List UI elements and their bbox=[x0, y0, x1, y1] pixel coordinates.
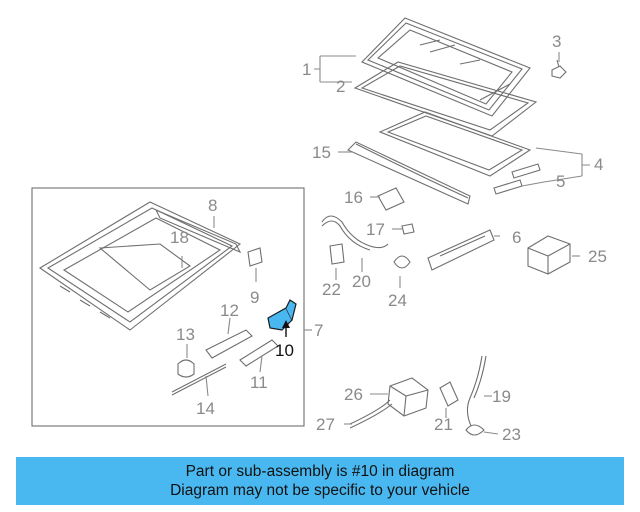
label-19: 19 bbox=[492, 387, 511, 406]
motor-part-13 bbox=[177, 359, 195, 378]
cable-part-27 bbox=[349, 399, 393, 429]
bracket-part-9 bbox=[247, 247, 263, 267]
highlighted-part-10 bbox=[267, 299, 297, 331]
label-11: 11 bbox=[250, 373, 268, 392]
label-9: 9 bbox=[250, 288, 259, 307]
banner-line-1: Part or sub-assembly is #10 in diagram bbox=[185, 463, 455, 480]
label-20: 20 bbox=[352, 272, 371, 291]
label-25: 25 bbox=[588, 247, 607, 266]
callout-labels: 1 2 3 4 5 6 7 8 9 10 11 12 13 14 15 16 1… bbox=[170, 32, 607, 444]
clip-part-22 bbox=[329, 243, 345, 265]
label-21: 21 bbox=[434, 415, 453, 434]
label-22: 22 bbox=[322, 280, 341, 299]
hose-part-19 bbox=[466, 355, 487, 429]
drain-hose-part-20 bbox=[321, 215, 389, 251]
leader-lines bbox=[181, 52, 590, 435]
clip-part-17 bbox=[401, 223, 415, 235]
frame-panel-part bbox=[378, 111, 532, 177]
label-15: 15 bbox=[312, 143, 331, 162]
label-6: 6 bbox=[512, 228, 521, 247]
label-27: 27 bbox=[316, 415, 335, 434]
label-7: 7 bbox=[314, 321, 323, 340]
label-10: 10 bbox=[275, 341, 294, 360]
label-4: 4 bbox=[594, 155, 603, 174]
sunroof-frame-part bbox=[38, 201, 242, 331]
clip-part-16 bbox=[377, 187, 405, 211]
label-18: 18 bbox=[170, 228, 189, 247]
bracket-part-21 bbox=[439, 381, 459, 407]
bolt-part-23 bbox=[465, 424, 485, 436]
frame-assembly-inset bbox=[31, 187, 305, 427]
label-16: 16 bbox=[344, 188, 363, 207]
label-3: 3 bbox=[552, 32, 561, 51]
bracket-part-12 bbox=[205, 329, 253, 359]
motor-unit-part-26 bbox=[387, 377, 429, 417]
control-box-part-25 bbox=[527, 235, 571, 275]
label-12: 12 bbox=[220, 301, 239, 320]
guide-rail-part-8 bbox=[154, 208, 242, 254]
label-23: 23 bbox=[502, 425, 521, 444]
grommet-part-24 bbox=[393, 255, 411, 269]
label-14: 14 bbox=[196, 399, 215, 418]
bracket-part-11 bbox=[239, 339, 279, 367]
screw-part bbox=[551, 59, 567, 79]
info-banner: Part or sub-assembly is #10 in diagram D… bbox=[16, 457, 624, 505]
label-8: 8 bbox=[208, 196, 217, 215]
banner-line-2: Diagram may not be specific to your vehi… bbox=[170, 482, 470, 499]
label-24: 24 bbox=[388, 291, 407, 310]
label-26: 26 bbox=[344, 385, 363, 404]
glass-panel-part bbox=[361, 17, 531, 117]
rail-part-6 bbox=[427, 229, 495, 271]
parts-diagram: 1 2 3 4 5 6 7 8 9 10 11 12 13 14 15 16 1… bbox=[31, 17, 607, 444]
label-17: 17 bbox=[366, 220, 385, 239]
shade-part bbox=[347, 141, 471, 205]
label-5: 5 bbox=[556, 172, 565, 191]
label-1: 1 bbox=[302, 60, 311, 79]
cable-part-14 bbox=[171, 363, 227, 396]
label-2: 2 bbox=[336, 77, 345, 96]
label-13: 13 bbox=[176, 325, 195, 344]
